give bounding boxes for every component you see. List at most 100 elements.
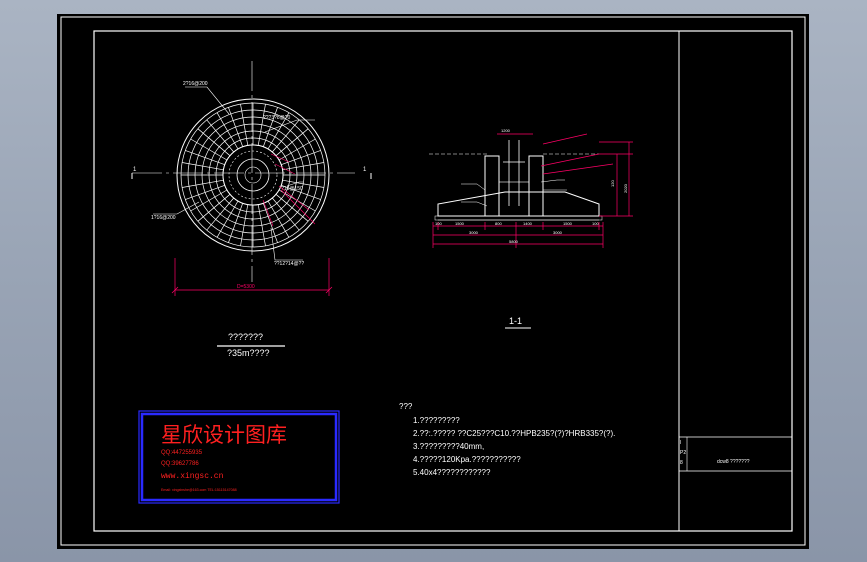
rebar-radial bbox=[182, 162, 224, 171]
plan-dimension-marks bbox=[262, 153, 316, 227]
section-mark-right: 1 bbox=[363, 167, 372, 179]
watermark-footer: Email: xingxinshe@163.com TEL:1511514708… bbox=[161, 488, 237, 492]
rebar-radial bbox=[240, 204, 249, 246]
rebar-radial bbox=[206, 197, 234, 231]
cad-drawing-canvas[interactable]: I P2 8 dcw8 ??????? 1 1 bbox=[57, 14, 809, 549]
note-item-2: 2.??:.????? ??C25???C10.??HPB235?(?)?HRB… bbox=[413, 429, 615, 438]
rebar-radial bbox=[278, 138, 316, 161]
dim-row1-f: 100 bbox=[592, 221, 599, 226]
rebar-radial bbox=[197, 194, 231, 222]
svg-text:1: 1 bbox=[133, 167, 137, 173]
rebar-ring bbox=[215, 137, 291, 213]
rebar-radial bbox=[281, 150, 321, 166]
rebar-radial bbox=[206, 119, 234, 153]
dim-row2-b: 3000 bbox=[553, 230, 563, 235]
watermark-title: 星欣设计图库 bbox=[161, 423, 287, 447]
rebar-radial bbox=[267, 112, 290, 150]
plan-view: 1 1 2?16@200 ???3?8@?0 ?16@150 1?16@200 … bbox=[131, 61, 372, 358]
section-mark-left: 1 bbox=[131, 167, 137, 179]
title-block-row3: 8 bbox=[680, 460, 683, 466]
notes-heading: ??? bbox=[399, 402, 413, 411]
plan-label-right2: ?16@150 bbox=[281, 186, 303, 192]
title-block-row1: I bbox=[680, 440, 681, 446]
plan-label-top: 2?16@200 bbox=[183, 81, 208, 87]
leader-right1 bbox=[264, 119, 315, 133]
dim-row1-e: 1500 bbox=[563, 221, 573, 226]
watermark-qq2: QQ:39627786 bbox=[161, 461, 199, 467]
dim-row1-c: 800 bbox=[495, 221, 502, 226]
rebar-mesh bbox=[180, 102, 326, 248]
dim-row1-a: 100 bbox=[435, 221, 442, 226]
dim-diameter bbox=[171, 258, 333, 296]
rebar-radial bbox=[228, 203, 244, 243]
svg-text:1: 1 bbox=[363, 167, 367, 173]
outer-frame bbox=[60, 16, 806, 546]
rebar-radial bbox=[282, 162, 324, 171]
inner-hole-circle bbox=[236, 158, 270, 192]
plan-label-right1: ???3?8@?0 bbox=[263, 115, 291, 121]
plan-title: ??????? bbox=[228, 332, 263, 342]
note-item-1: 1.????????? bbox=[413, 416, 460, 425]
pedestal-circle bbox=[222, 144, 284, 206]
rebar-radial bbox=[197, 128, 231, 156]
rebar-radial bbox=[257, 204, 266, 246]
outer-foundation-circle bbox=[176, 98, 330, 252]
rebar-radial bbox=[190, 138, 228, 161]
rebar-radial bbox=[275, 194, 309, 222]
rebar-radial bbox=[185, 184, 225, 200]
rebar-radial bbox=[216, 112, 239, 150]
note-item-4: 4.?????120Kpa.??????????? bbox=[413, 455, 521, 464]
anchor-bolt-circle bbox=[228, 150, 278, 200]
drawing-viewport[interactable]: I P2 8 dcw8 ??????? 1 1 bbox=[57, 14, 809, 549]
dim-right-a: 120 bbox=[610, 180, 615, 187]
rebar-radial bbox=[257, 104, 266, 146]
center-circle bbox=[244, 166, 262, 184]
watermark-qq1: QQ:447255935 bbox=[161, 450, 203, 456]
note-item-3: 3.?????????40mm, bbox=[413, 442, 484, 451]
general-notes: ??? 1.????????? 2.??:.????? ??C25???C10.… bbox=[399, 402, 615, 477]
note-item-5: 5.40x4???????????? bbox=[413, 468, 491, 477]
rebar-radial bbox=[228, 107, 244, 147]
anchor-bolts bbox=[503, 140, 525, 206]
rebar-radial bbox=[282, 179, 324, 188]
plan-label-bottom: ??12?14@?? bbox=[274, 261, 304, 267]
rebar-radial bbox=[185, 150, 225, 166]
plan-label-left: 1?16@200 bbox=[151, 215, 176, 221]
rebar-radial bbox=[272, 119, 300, 153]
rebar-radial bbox=[281, 184, 321, 200]
rebar-radial bbox=[267, 200, 290, 238]
dim-row1-d: 1400 bbox=[523, 221, 533, 226]
leader-left bbox=[153, 201, 200, 215]
title-block: I P2 8 dcw8 ??????? bbox=[679, 436, 792, 472]
rebar-radial bbox=[190, 189, 228, 212]
foundation-slab bbox=[437, 191, 600, 217]
dim-row1-b: 1500 bbox=[455, 221, 465, 226]
rebar-radial bbox=[275, 128, 309, 156]
pedestal-core bbox=[498, 181, 530, 217]
leader-top bbox=[185, 86, 230, 115]
cushion-layer bbox=[434, 215, 603, 221]
leader-bottom bbox=[270, 227, 303, 261]
rebar-radial bbox=[262, 107, 278, 147]
rebar-radial bbox=[216, 200, 239, 238]
pedestal-right-wall bbox=[528, 155, 544, 217]
drawing-name: dcw8 ??????? bbox=[717, 459, 750, 465]
rebar-radial bbox=[240, 104, 249, 146]
section-view: 100 1500 800 1400 1500 100 3000 3000 580… bbox=[429, 128, 633, 329]
dim-row2-a: 3000 bbox=[469, 230, 479, 235]
inner-frame bbox=[93, 30, 793, 532]
leader-right2 bbox=[286, 181, 303, 187]
rebar-radial bbox=[182, 179, 224, 188]
pedestal-left-wall bbox=[484, 155, 500, 217]
dim-top: 1200 bbox=[501, 128, 511, 133]
plan-subtitle: ?35m???? bbox=[227, 348, 270, 358]
dim-total: 5800 bbox=[509, 239, 519, 244]
section-title: 1-1 bbox=[509, 316, 522, 326]
watermark-stamp: 星欣设计图库 QQ:447255935 QQ:39627786 www.xing… bbox=[138, 410, 340, 504]
rebar-radial bbox=[272, 197, 300, 231]
rebar-radial bbox=[262, 203, 278, 243]
title-block-row2: P2 bbox=[680, 450, 686, 456]
dim-right-b: 2020 bbox=[623, 183, 628, 193]
dim-diameter-label: D=5300 bbox=[237, 284, 255, 290]
watermark-url: www.xingsc.cn bbox=[161, 472, 224, 481]
